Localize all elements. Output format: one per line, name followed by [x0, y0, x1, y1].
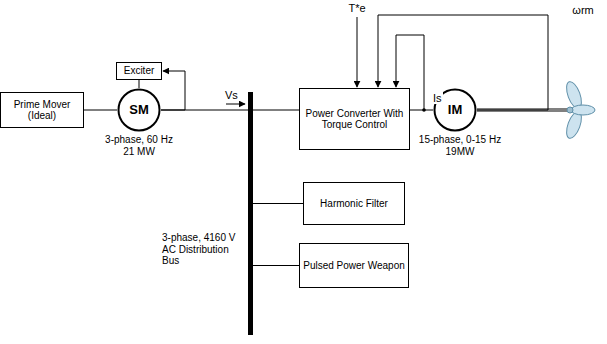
connector: [410, 110, 433, 111]
circle-outline: [119, 90, 160, 131]
machine-circle: SM: [117, 88, 161, 132]
node-text: IM: [448, 103, 462, 118]
connector: [139, 80, 140, 88]
connector: [161, 110, 248, 111]
bus-label: 3-phase, 4160 V AC Distribution Bus: [162, 232, 242, 267]
distribution-bus: 3-phase, 4160 V AC Distribution Bus: [248, 92, 253, 335]
machine-rating: 19MW: [446, 146, 475, 158]
machine-rating: 21 MW: [123, 146, 155, 158]
propeller: [564, 80, 595, 140]
connector: [253, 265, 299, 266]
node-text: Pulsed Power Weapon: [303, 260, 405, 272]
signal-label: Is: [432, 92, 443, 104]
prime-mover-box: Prime Mover (Ideal): [0, 92, 84, 128]
machine-rating: 15-phase, 0-15 Hz: [419, 134, 501, 146]
node-text: Power Converter With Torque Control: [300, 108, 409, 131]
connector: [84, 110, 117, 111]
converter-box: Power Converter With Torque Control: [299, 88, 410, 150]
node-text: Exciter: [124, 65, 155, 77]
node-text: SM: [129, 103, 149, 118]
signal-label: Vs: [224, 89, 239, 101]
voltage-arrow: [226, 104, 245, 105]
speed-signal: ωrm: [572, 4, 593, 17]
filter-box: Harmonic Filter: [303, 182, 405, 225]
connector: [253, 110, 299, 111]
torque-command-arrow: [357, 17, 358, 87]
torque-command: T*e: [348, 2, 365, 15]
node-text: Harmonic Filter: [320, 198, 388, 210]
load-box: Pulsed Power Weapon: [299, 243, 409, 288]
connector: [161, 71, 185, 110]
node-text: Prime Mover (Ideal): [1, 99, 83, 122]
connector: [253, 203, 303, 204]
machine-rating: 3-phase, 60 Hz: [105, 134, 173, 146]
exciter-box: Exciter: [116, 62, 162, 80]
